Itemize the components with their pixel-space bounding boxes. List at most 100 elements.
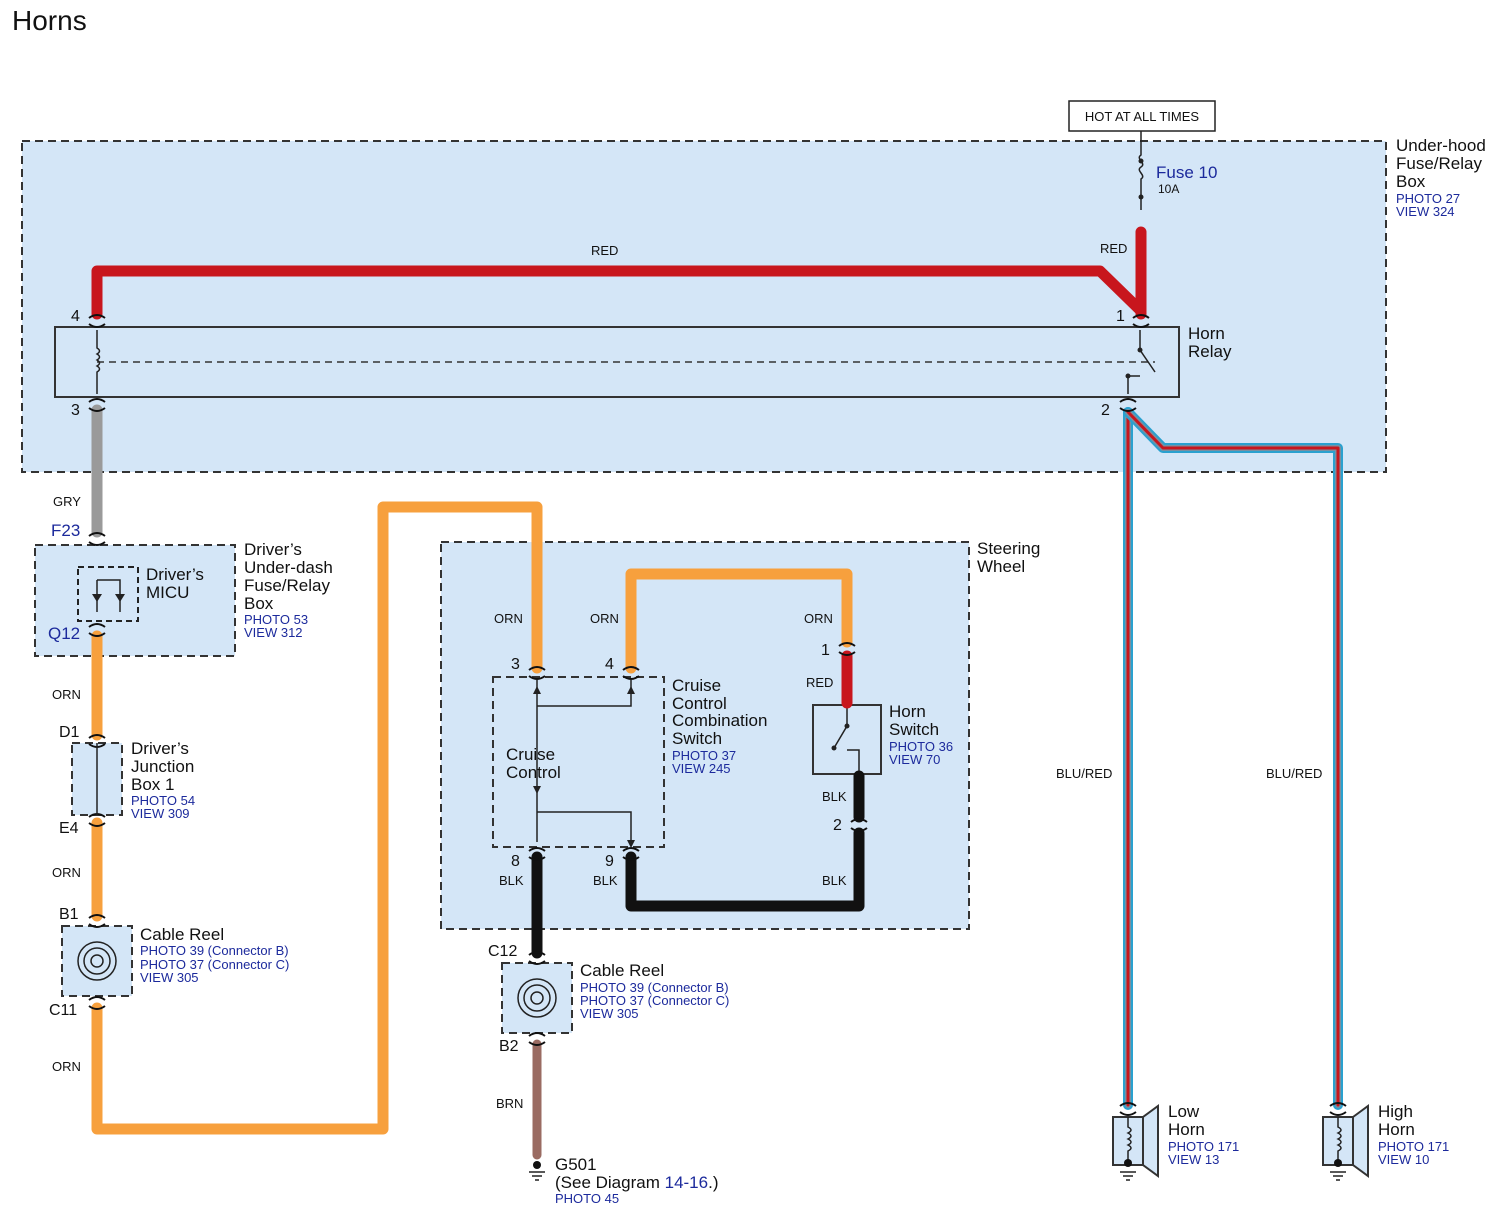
svg-text:PHOTO 39 (Connector B): PHOTO 39 (Connector B) — [140, 943, 289, 958]
svg-text:Under-dash: Under-dash — [244, 558, 333, 577]
fuse-name: Fuse 10 — [1156, 163, 1217, 182]
steering-wheel-label: Steering Wheel — [977, 539, 1040, 576]
wire-red-top — [91, 265, 1147, 320]
connector-b1 — [88, 914, 106, 928]
horn-switch-label: Horn Switch PHOTO 36 VIEW 70 — [889, 702, 953, 767]
svg-text:Combination: Combination — [672, 711, 767, 730]
wire-label-gry: GRY — [53, 494, 81, 509]
connector-cruise-8 — [528, 847, 546, 861]
underhood-label: Under-hood Fuse/Relay Box PHOTO 27 VIEW … — [1396, 136, 1486, 219]
svg-text:VIEW 10: VIEW 10 — [1378, 1152, 1429, 1167]
svg-text:Switch: Switch — [889, 720, 939, 739]
svg-text:PHOTO 171: PHOTO 171 — [1168, 1139, 1239, 1154]
svg-text:VIEW 305: VIEW 305 — [140, 970, 199, 985]
driver-underdash-box — [34, 544, 236, 657]
svg-text:High: High — [1378, 1102, 1413, 1121]
wire-label-orn2: ORN — [52, 865, 81, 880]
svg-text:PHOTO 36: PHOTO 36 — [889, 739, 953, 754]
svg-text:Cruise: Cruise — [672, 676, 721, 695]
high-horn-icon — [1336, 1117, 1342, 1162]
relay-coil-icon — [95, 330, 101, 394]
high-horn-label: High Horn PHOTO 171 VIEW 10 — [1378, 1102, 1449, 1167]
low-horn-ground-icon — [1120, 1171, 1136, 1181]
high-horn-ground-icon — [1330, 1171, 1346, 1181]
conn-c12: C12 — [488, 943, 517, 960]
connector-relay-2 — [1119, 398, 1137, 412]
svg-text:Horn: Horn — [889, 702, 926, 721]
connector-q12 — [88, 623, 106, 637]
wire-label-red-top: RED — [591, 243, 618, 258]
junction-label: Driver’s Junction Box 1 PHOTO 54 VIEW 30… — [131, 739, 195, 821]
conn-f23: F23 — [51, 521, 80, 540]
fuse-rating: 10A — [1158, 182, 1179, 196]
cable-reel-mid-box — [501, 962, 573, 1034]
connector-relay-1 — [1132, 314, 1150, 328]
svg-text:PHOTO 53: PHOTO 53 — [244, 612, 308, 627]
cable-reel-left-icon — [77, 941, 117, 981]
cruise-pin-4: 4 — [605, 656, 614, 673]
svg-text:Switch: Switch — [672, 729, 722, 748]
svg-text:Box 1: Box 1 — [131, 775, 174, 794]
svg-text:PHOTO 37 (Connector C): PHOTO 37 (Connector C) — [140, 957, 289, 972]
page-title: Horns — [12, 5, 87, 36]
conn-d1: D1 — [59, 724, 80, 741]
svg-text:VIEW 70: VIEW 70 — [889, 752, 940, 767]
wire-label-blk9: BLK — [593, 873, 618, 888]
wire-label-blu-red-high: BLU/RED — [1266, 766, 1322, 781]
wire-label-blk-horn: BLK — [822, 789, 847, 804]
svg-text:Low: Low — [1168, 1102, 1200, 1121]
g501-label: G501 (See Diagram 14-16.) PHOTO 45 — [555, 1155, 718, 1206]
wire-orn-reel-loop — [91, 501, 543, 1135]
wire-blu-red-high-mid — [1125, 409, 1341, 1108]
connector-cruise-4 — [622, 666, 640, 680]
connector-b2 — [528, 1032, 546, 1046]
connector-cruise-3 — [528, 666, 546, 680]
svg-text:Cruise: Cruise — [506, 745, 555, 764]
micu-inner-label: Driver’s MICU — [146, 565, 204, 602]
low-horn-icon — [1126, 1117, 1132, 1162]
horn-switch-pin-2: 2 — [833, 817, 842, 834]
cruise-switch-label: Cruise Control Combination Switch PHOTO … — [672, 676, 767, 776]
connector-relay-4 — [88, 314, 106, 328]
hot-at-all-times-box — [1068, 100, 1216, 132]
svg-text:Control: Control — [672, 694, 727, 713]
wire-label-blu-red-low: BLU/RED — [1056, 766, 1112, 781]
svg-text:Fuse/Relay: Fuse/Relay — [1396, 154, 1482, 173]
svg-text:PHOTO 37: PHOTO 37 — [672, 748, 736, 763]
connector-horn-2 — [850, 818, 868, 832]
cruise-pin-8: 8 — [511, 853, 520, 870]
svg-text:PHOTO 39 (Connector B): PHOTO 39 (Connector B) — [580, 980, 729, 995]
svg-text:G501: G501 — [555, 1155, 597, 1174]
svg-text:Junction: Junction — [131, 757, 194, 776]
svg-text:PHOTO 171: PHOTO 171 — [1378, 1139, 1449, 1154]
wire-label-orn-horn: ORN — [804, 611, 833, 626]
svg-text:PHOTO 45: PHOTO 45 — [555, 1191, 619, 1206]
svg-text:VIEW 305: VIEW 305 — [580, 1006, 639, 1021]
wire-blu-red-high-outer — [1123, 407, 1343, 1110]
svg-text:VIEW 324: VIEW 324 — [1396, 204, 1455, 219]
svg-text:Cable Reel: Cable Reel — [140, 925, 224, 944]
svg-text:VIEW 13: VIEW 13 — [1168, 1152, 1219, 1167]
svg-text:Wheel: Wheel — [977, 557, 1025, 576]
cable-reel-left-label: Cable Reel PHOTO 39 (Connector B) PHOTO … — [140, 925, 289, 985]
diagram-link[interactable]: 14-16 — [665, 1173, 708, 1192]
svg-text:Control: Control — [506, 763, 561, 782]
svg-text:Box: Box — [244, 594, 274, 613]
wire-label-orn-sw3: ORN — [494, 611, 523, 626]
conn-b2: B2 — [499, 1038, 519, 1055]
horn-relay-label: Horn Relay — [1188, 324, 1232, 361]
relay-pin-2: 2 — [1101, 402, 1110, 419]
underdash-box-label: Driver’s Under-dash Fuse/Relay Box PHOTO… — [244, 540, 333, 640]
relay-pin-3: 3 — [71, 402, 80, 419]
hot-label: HOT AT ALL TIMES — [1085, 109, 1199, 124]
svg-text:Horn: Horn — [1188, 324, 1225, 343]
relay-pin-4: 4 — [71, 308, 80, 325]
svg-text:Under-hood: Under-hood — [1396, 136, 1486, 155]
wire-label-blk-bottom: BLK — [822, 873, 847, 888]
connector-high-horn — [1329, 1102, 1347, 1116]
wire-label-orn3: ORN — [52, 1059, 81, 1074]
connector-f23 — [88, 532, 106, 546]
svg-text:Relay: Relay — [1188, 342, 1232, 361]
svg-text:VIEW 309: VIEW 309 — [131, 806, 190, 821]
